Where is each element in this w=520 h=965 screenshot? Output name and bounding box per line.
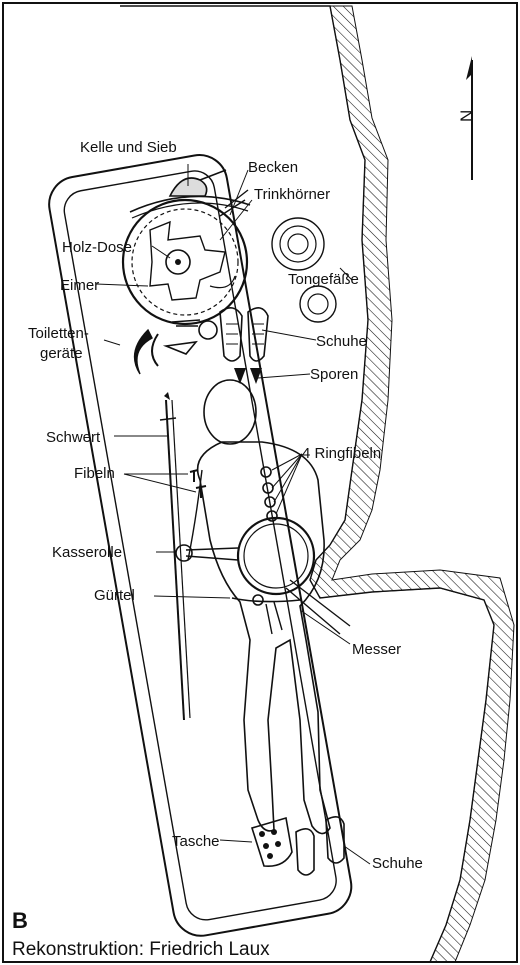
toilet-items-icon (135, 321, 217, 374)
pit-boundary-hatching (120, 6, 514, 962)
label-sporen: Sporen (310, 367, 358, 382)
label-kasserolle: Kasserolle (52, 545, 122, 560)
credit-line: Rekonstruktion: Friedrich Laux (12, 940, 270, 959)
label-schuhe-top: Schuhe (316, 334, 367, 349)
label-messer: Messer (352, 642, 401, 657)
label-becken: Becken (248, 160, 298, 175)
bag-icon (252, 818, 292, 866)
label-fibeln: Fibeln (74, 466, 115, 481)
lower-shoes-icon (296, 817, 344, 875)
label-toiletten-line1: Toiletten- (28, 326, 89, 341)
sword-icon (160, 392, 190, 720)
panel-letter: B (12, 910, 28, 932)
label-ringfibeln: 4 Ringfibeln (302, 446, 381, 461)
label-trinkhoerner: Trinkhörner (254, 187, 330, 202)
label-eimer: Eimer (60, 278, 99, 293)
clay-vessels-icon (272, 218, 336, 322)
label-holz-dose: Holz-Dose (62, 240, 132, 255)
label-kelle-und-sieb: Kelle und Sieb (80, 140, 177, 155)
label-toiletten-line2: geräte (40, 346, 83, 361)
label-guertel: Gürtel (94, 588, 135, 603)
label-schwert: Schwert (46, 430, 100, 445)
north-label: N (458, 110, 475, 122)
basin-group (123, 190, 250, 326)
label-tasche: Tasche (172, 834, 220, 849)
label-tongefaesse: Tongefäße (288, 272, 359, 287)
label-schuhe-bottom: Schuhe (372, 856, 423, 871)
